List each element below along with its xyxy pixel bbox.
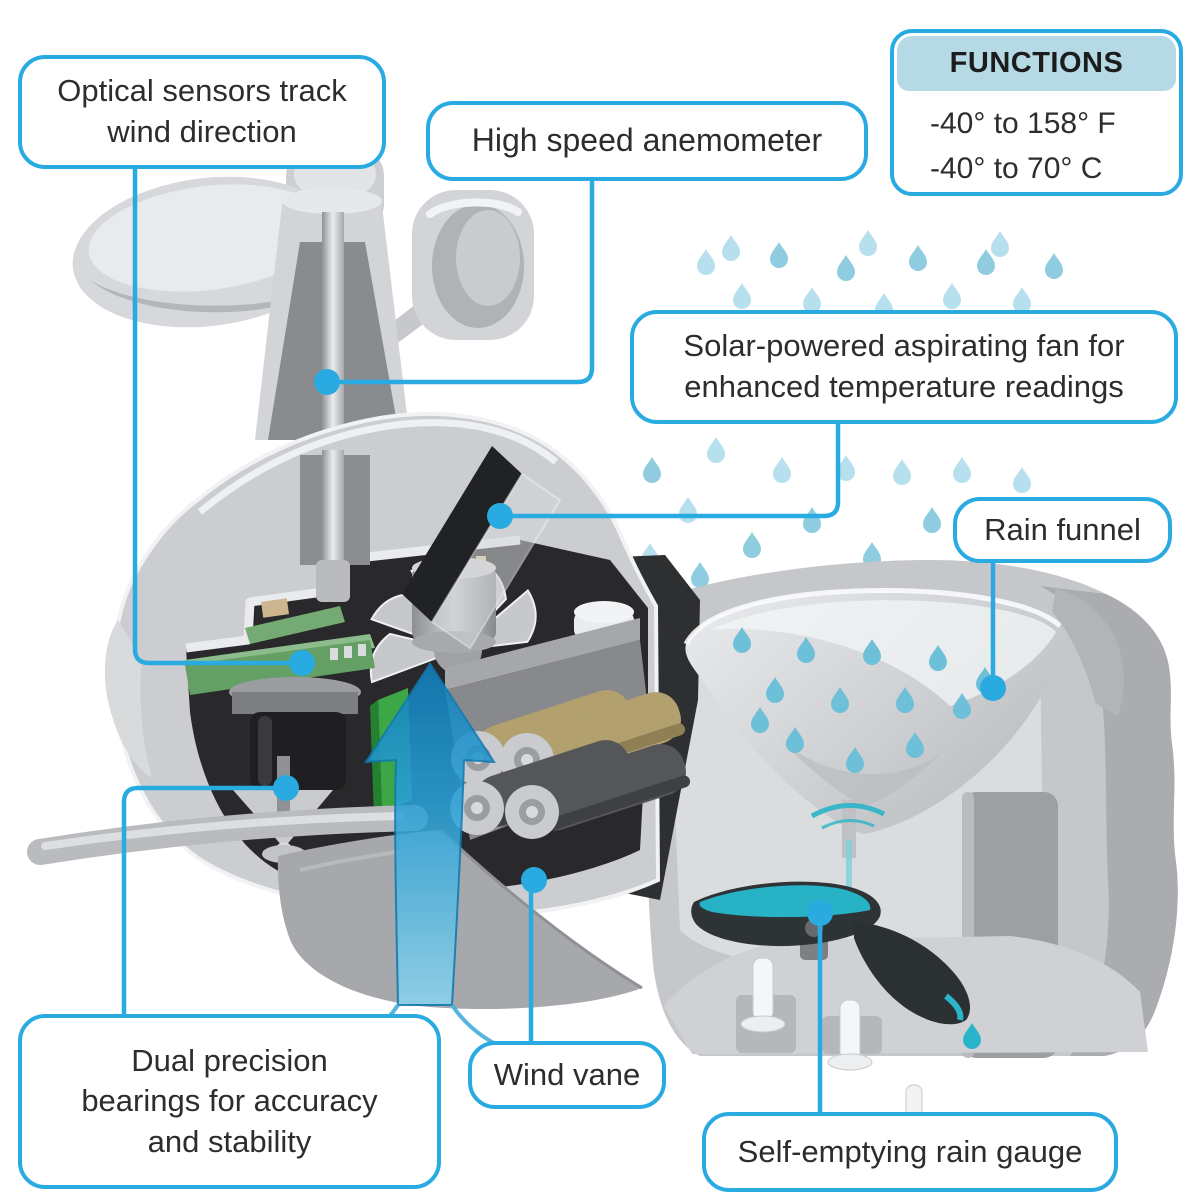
callout-line: Rain funnel	[984, 511, 1141, 547]
leader-optical	[132, 167, 292, 666]
callout-optical-sensors: Optical sensors track wind direction	[18, 55, 386, 169]
mounting-pegs	[740, 957, 923, 1131]
sensor-head-housing	[104, 411, 691, 919]
leader-dots	[273, 369, 1006, 926]
tipping-bucket-rotor	[691, 881, 981, 1049]
temperature-range-f: -40° to 158° F	[930, 107, 1116, 140]
callout-line: Wind vane	[493, 1056, 641, 1092]
leader-solar	[510, 424, 841, 519]
functions-ranges: -40° to 158° F -40° to 70° C	[894, 91, 1179, 191]
callout-rain-gauge: Self-emptying rain gauge	[702, 1112, 1118, 1192]
callout-line: wind direction	[107, 114, 297, 149]
callout-line: bearings for accuracy	[81, 1083, 378, 1119]
callout-line: Optical sensors track	[57, 73, 347, 109]
callout-solar-fan: Solar-powered aspirating fan for enhance…	[630, 310, 1178, 424]
callout-line: Self-emptying rain gauge	[737, 1133, 1083, 1169]
anemometer-cup-right	[412, 190, 534, 340]
callout-rain-funnel: Rain funnel	[953, 497, 1172, 563]
anemometer-assembly	[72, 146, 534, 562]
leader-dual	[121, 785, 276, 1014]
wind-direction-motor	[229, 677, 361, 790]
leader-anemometer	[338, 181, 595, 385]
callout-line: and stability	[147, 1123, 312, 1159]
callout-wind-vane: Wind vane	[468, 1041, 666, 1109]
functions-title: FUNCTIONS	[897, 36, 1176, 91]
wind-vane-blade	[27, 805, 643, 1010]
callout-line: High speed anemometer	[471, 122, 823, 159]
callout-line: Dual precision	[131, 1042, 328, 1078]
callout-line: Solar-powered aspirating fan for	[683, 328, 1125, 364]
rain-funnel-bowl	[683, 588, 1068, 888]
callout-line: enhanced temperature readings	[684, 369, 1124, 404]
callout-anemometer: High speed anemometer	[426, 101, 868, 181]
leader-lines	[121, 167, 996, 1112]
temperature-range-c: -40° to 70° C	[930, 152, 1103, 185]
functions-box: FUNCTIONS -40° to 158° F -40° to 70° C	[890, 29, 1183, 196]
callout-dual-bearings: Dual precision bearings for accuracy and…	[18, 1014, 441, 1189]
